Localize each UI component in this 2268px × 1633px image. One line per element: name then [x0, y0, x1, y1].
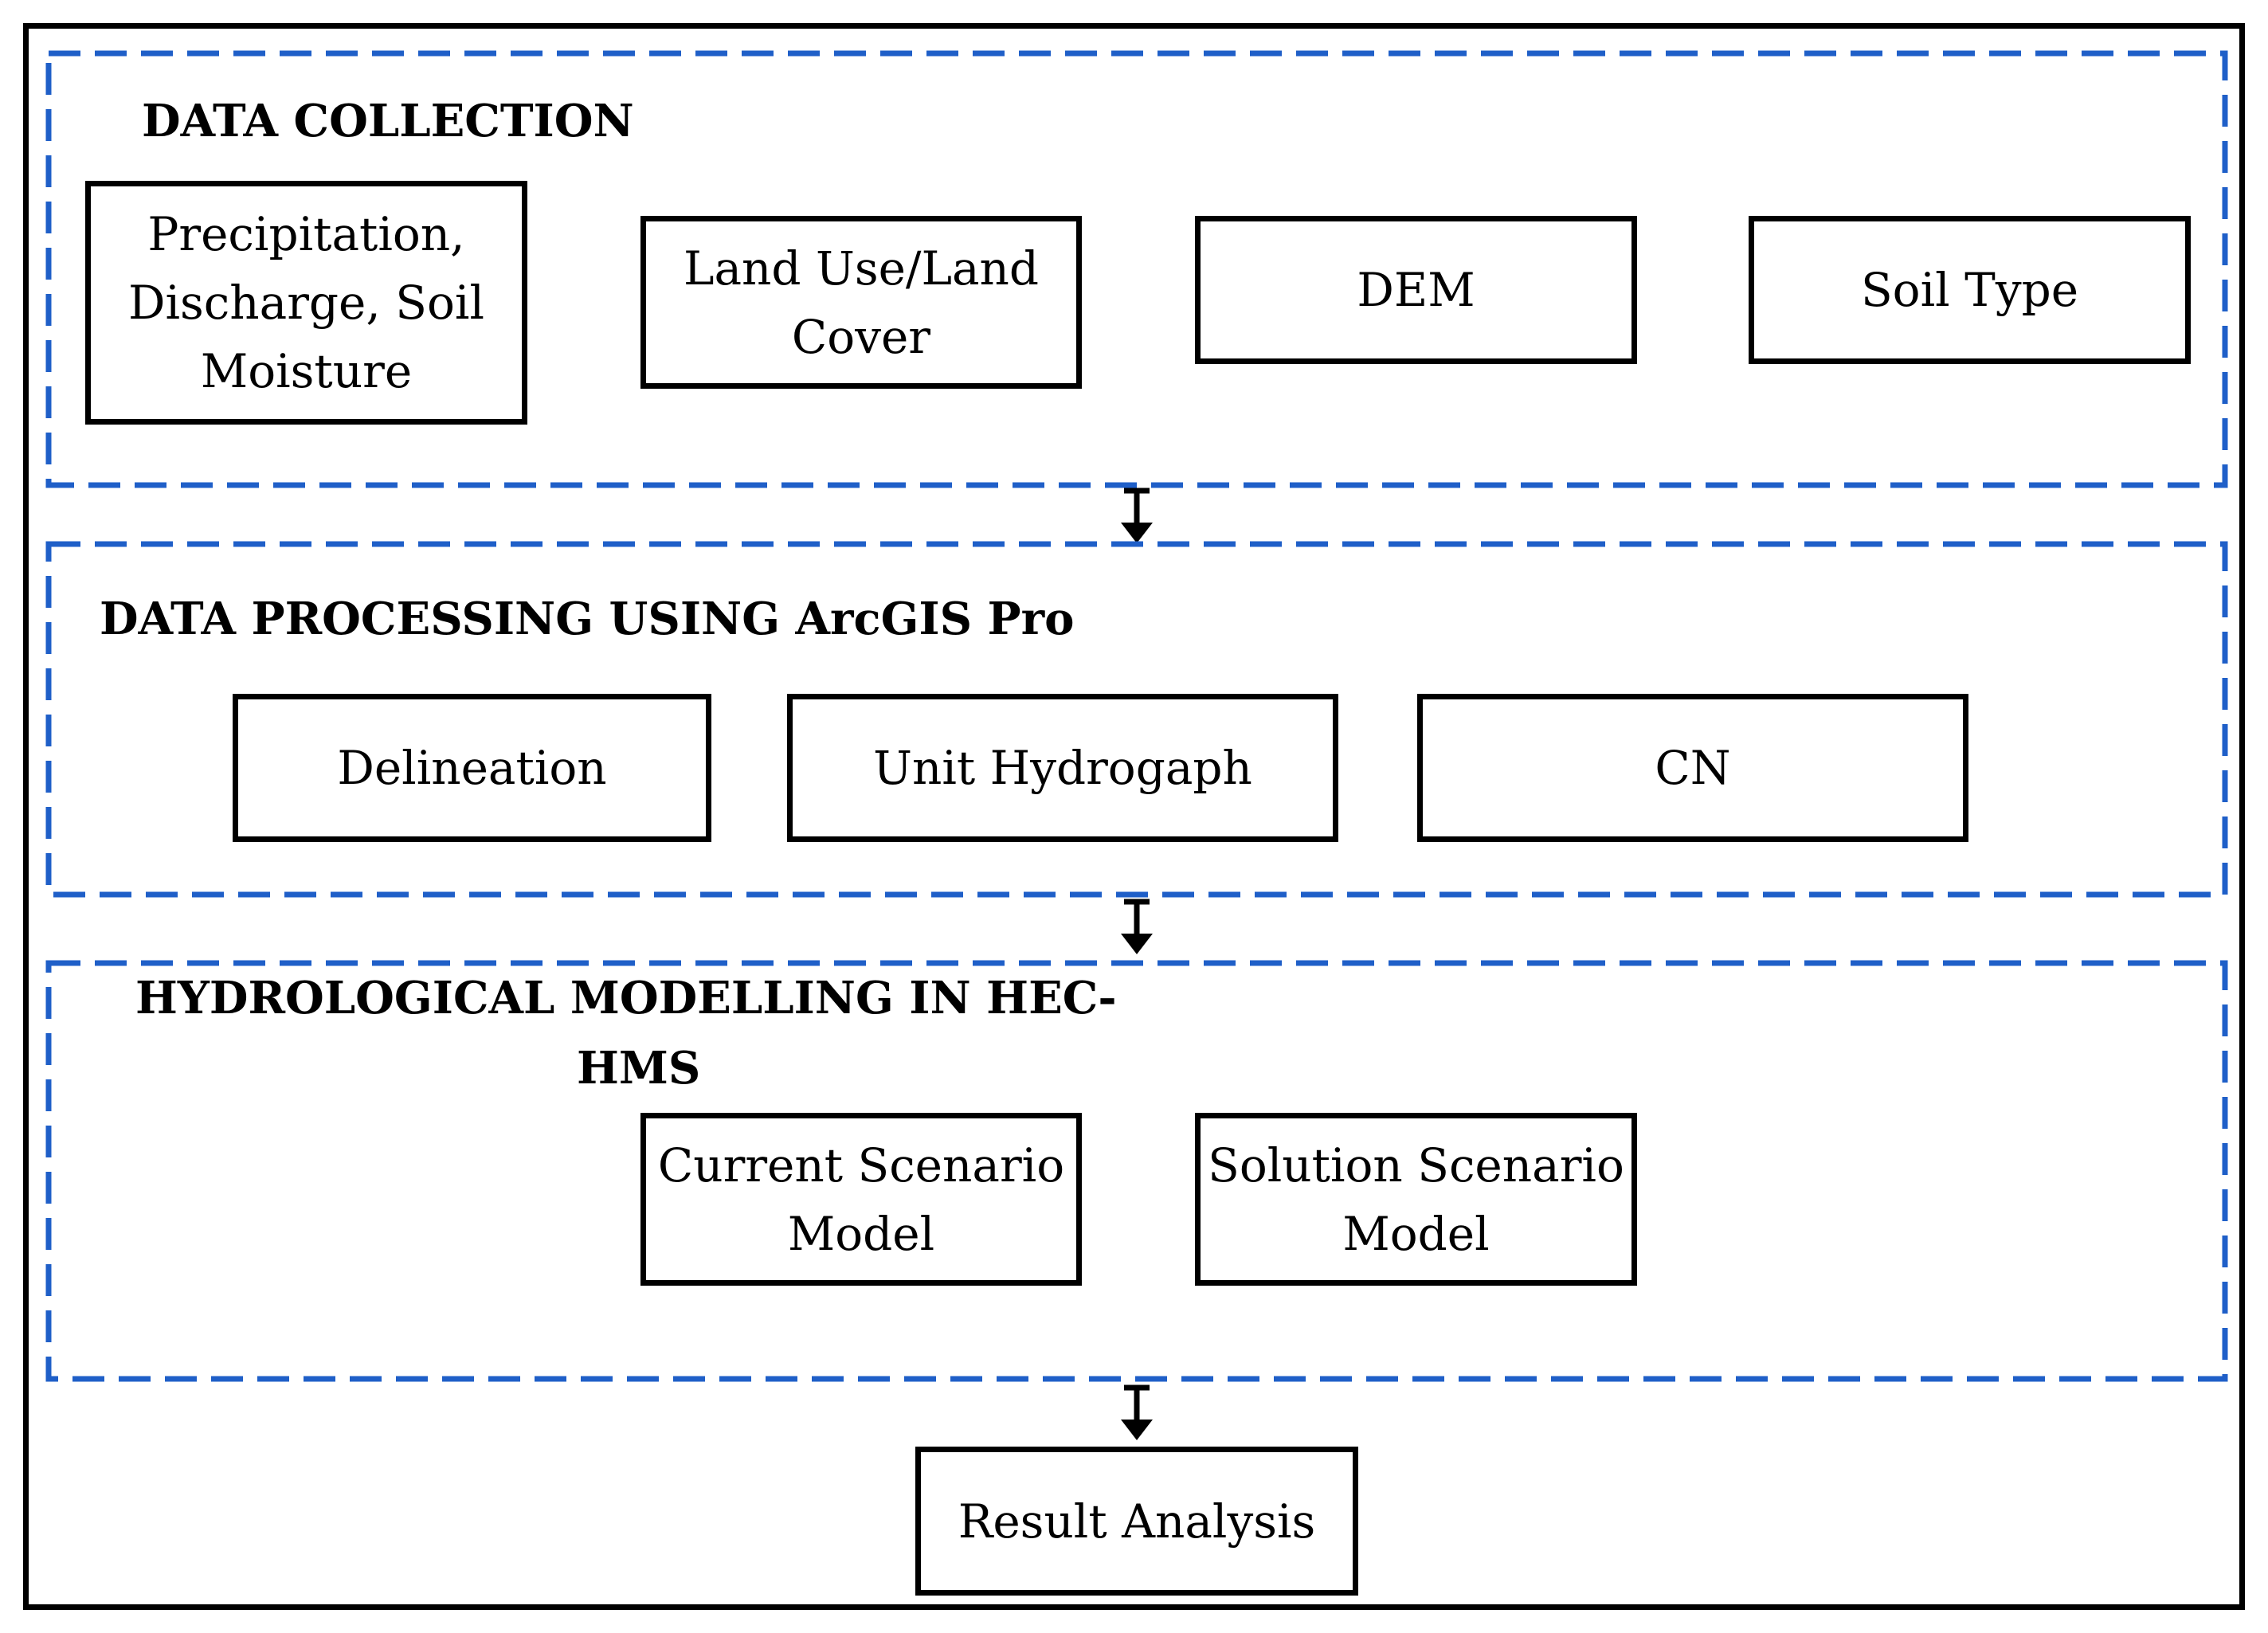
- box-line: Moisture: [200, 344, 413, 398]
- flow-arrow-down: [1121, 899, 1153, 954]
- section-title-data-collection: DATA COLLECTION: [142, 95, 634, 147]
- box-line: Discharge, Soil: [127, 276, 485, 330]
- box-dem: DEM: [1195, 216, 1637, 364]
- box-cn: CN: [1417, 694, 1968, 842]
- flow-arrow-down: [1121, 488, 1153, 543]
- box-soil-type: Soil Type: [1749, 216, 2191, 364]
- box-line: Cover: [791, 309, 931, 364]
- section-data-processing: [45, 541, 2228, 898]
- box-solution-scenario-model: Solution Scenario Model: [1195, 1113, 1637, 1286]
- box-line: Current Scenario: [657, 1138, 1065, 1192]
- section-title-hydrological-modelling-line-2: HMS: [577, 1042, 701, 1095]
- dashed-border: [45, 50, 2228, 488]
- box-land-use-land-cover: Land Use/Land Cover: [640, 216, 1082, 389]
- box-line: CN: [1655, 741, 1731, 795]
- dashed-border: [45, 541, 2228, 898]
- box-line: Solution Scenario: [1208, 1138, 1624, 1192]
- box-delineation: Delineation: [233, 694, 711, 842]
- box-line: Delineation: [337, 741, 607, 795]
- dashed-border: [45, 960, 2228, 1382]
- box-line: Soil Type: [1860, 263, 2079, 317]
- box-line: Unit Hydrogaph: [873, 741, 1252, 795]
- box-line: Model: [1342, 1206, 1490, 1261]
- box-unit-hydrograph: Unit Hydrogaph: [787, 694, 1338, 842]
- section-title-data-processing: DATA PROCESSING USING ArcGIS Pro: [100, 593, 1075, 645]
- box-line: DEM: [1357, 263, 1475, 317]
- box-line: Model: [787, 1206, 935, 1261]
- section-title-hydrological-modelling-line-1: HYDROLOGICAL MODELLING IN HEC-: [135, 972, 1117, 1024]
- box-precipitation-discharge-soil-moisture: Precipitation, Discharge, Soil Moisture: [85, 181, 527, 425]
- box-current-scenario-model: Current Scenario Model: [640, 1113, 1082, 1286]
- flow-arrow-down: [1121, 1384, 1153, 1440]
- box-line: Result Analysis: [958, 1494, 1316, 1549]
- box-line: Land Use/Land: [683, 241, 1040, 296]
- box-result-analysis: Result Analysis: [915, 1447, 1358, 1596]
- outer-frame: [23, 23, 2245, 1610]
- section-hydrological-modelling: [45, 960, 2228, 1382]
- section-data-collection: [45, 50, 2228, 488]
- box-line: Precipitation,: [147, 207, 465, 261]
